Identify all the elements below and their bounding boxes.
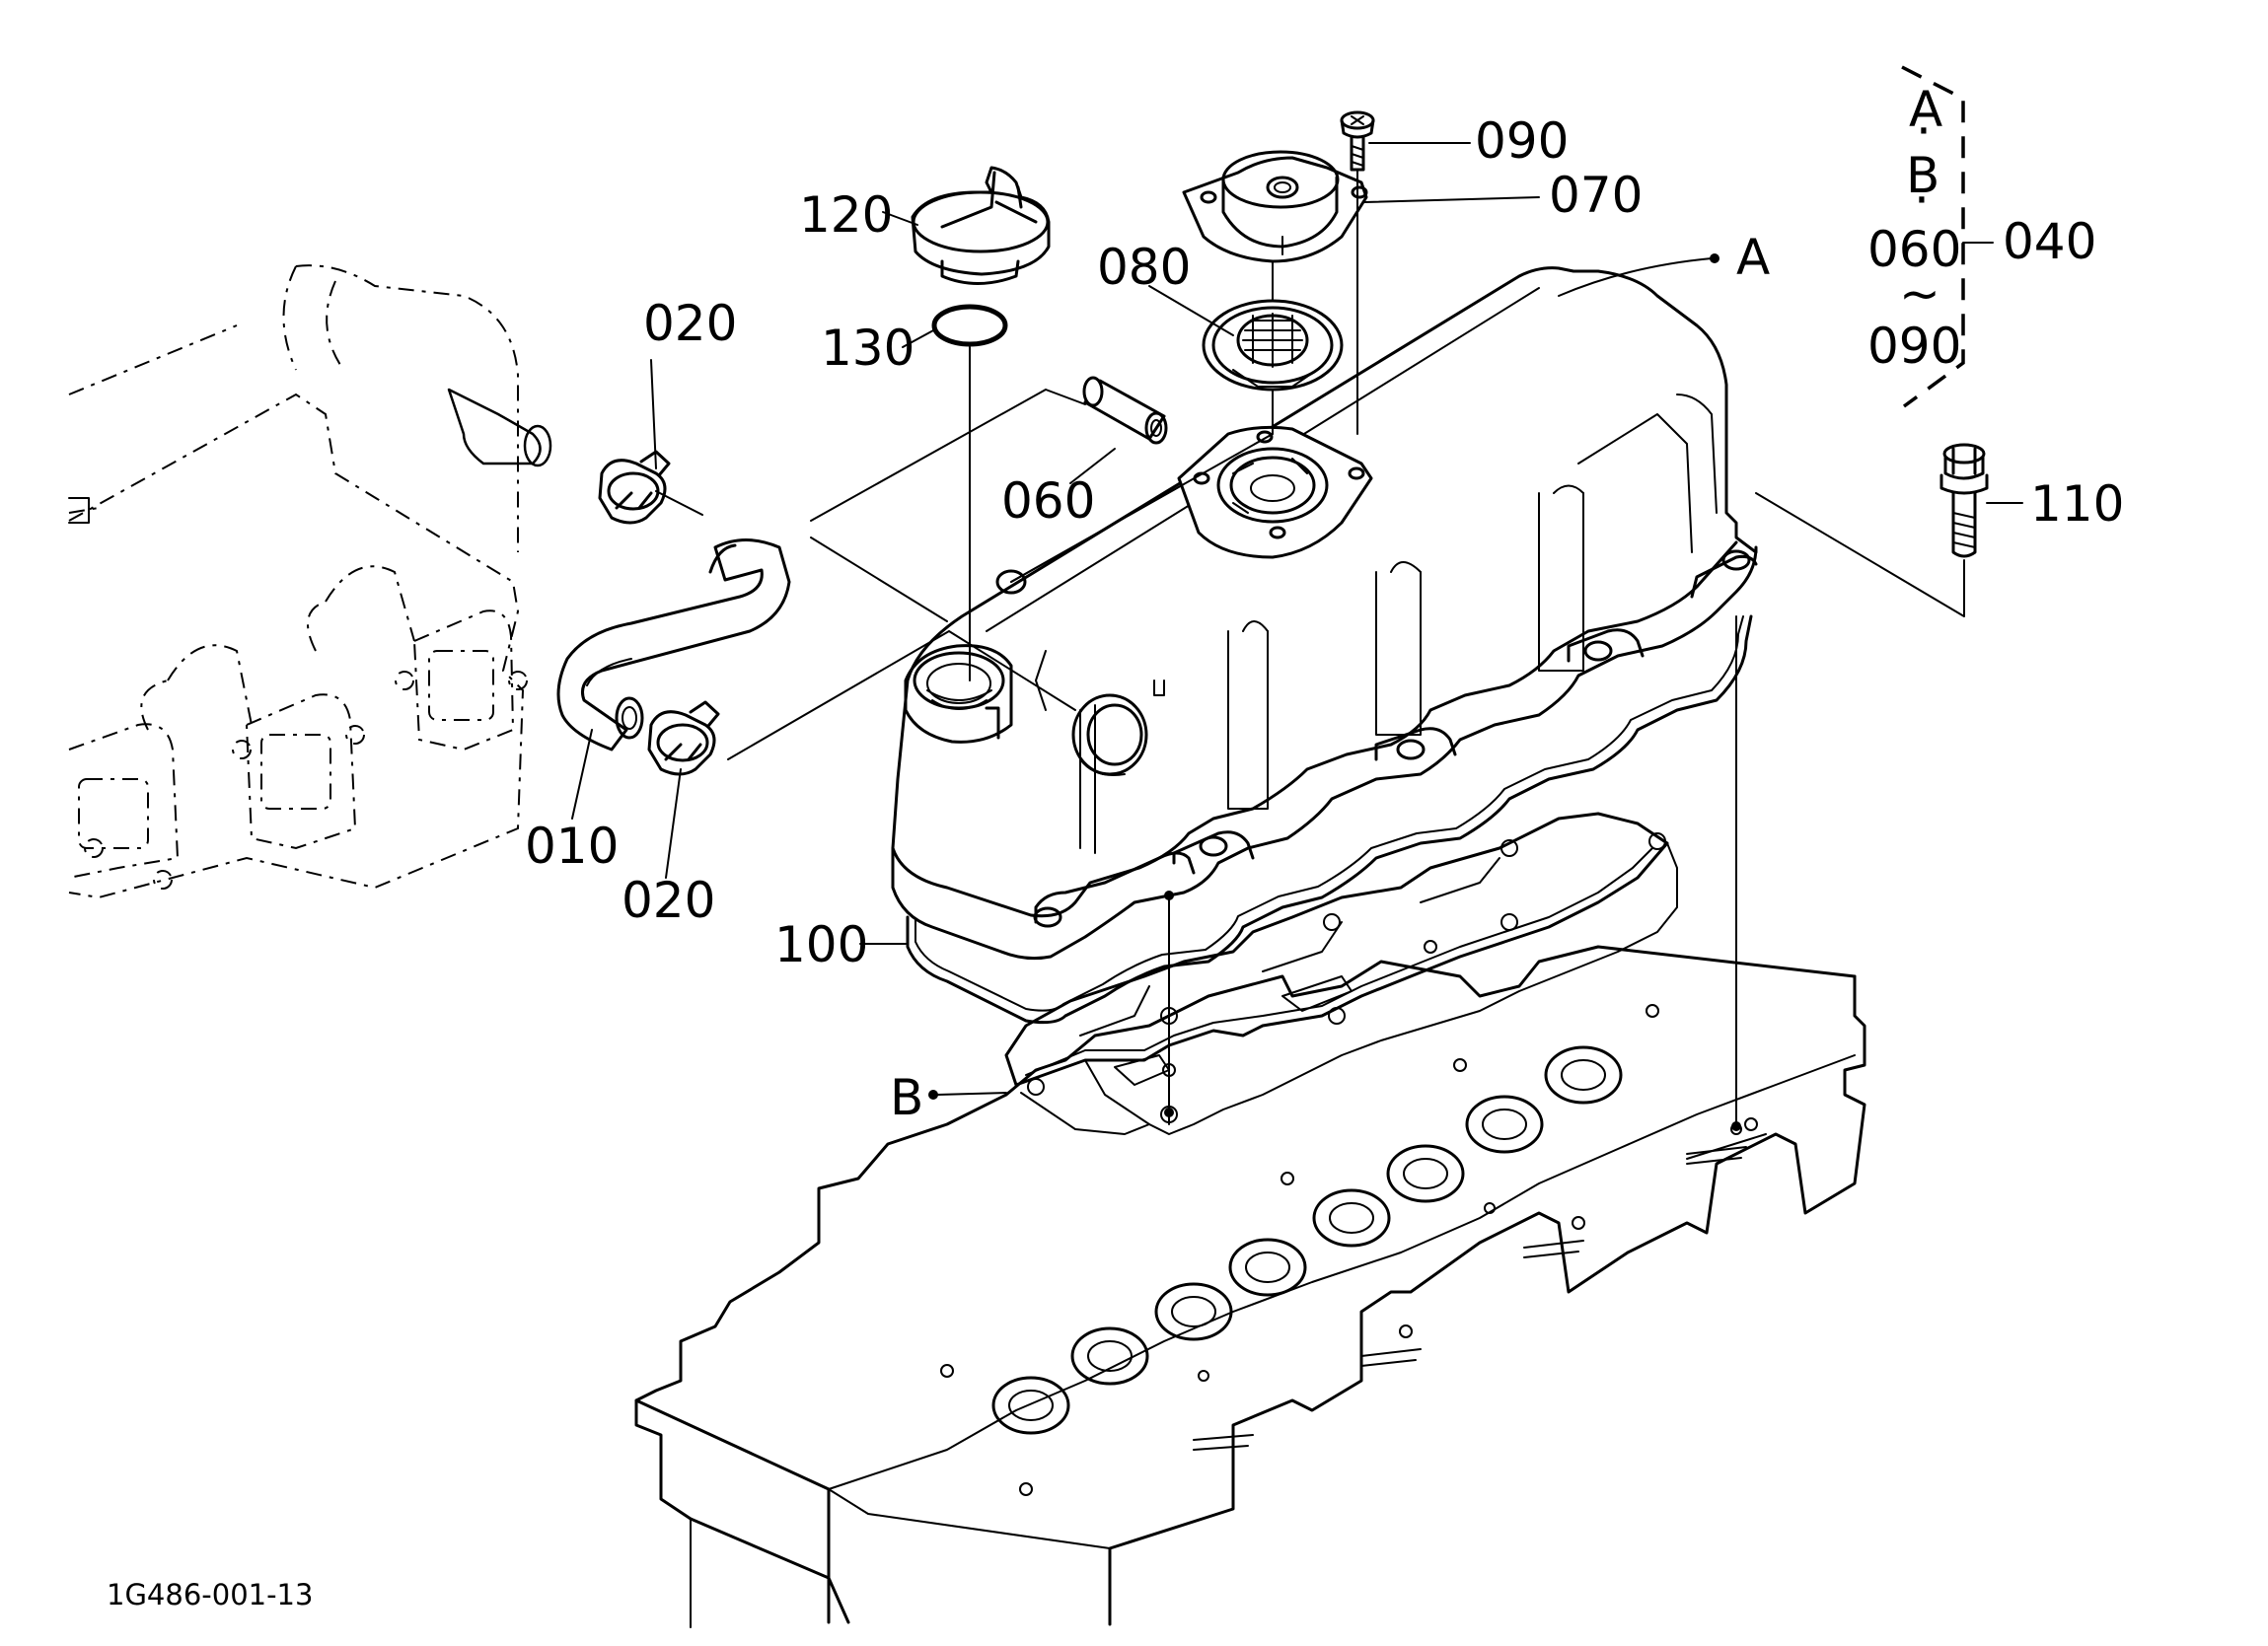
hose-clamp-020-lower xyxy=(647,700,720,776)
group-bracket-040 xyxy=(1901,65,1994,408)
cylinder-head-gasket xyxy=(1004,812,1678,1135)
label-080: 080 xyxy=(1097,239,1191,296)
group-ref-b: B xyxy=(1906,147,1939,204)
label-040: 040 xyxy=(2003,213,2096,270)
bolt-110 xyxy=(1939,443,1989,558)
breather-hose-010 xyxy=(556,538,791,751)
label-ref-b: B xyxy=(890,1069,923,1126)
diaphragm-080 xyxy=(1202,299,1344,392)
valve-cover-070 xyxy=(1182,150,1368,263)
label-010: 010 xyxy=(525,818,619,875)
label-130: 130 xyxy=(821,320,915,377)
pipe-060 xyxy=(1082,376,1168,445)
hose-clamp-020-upper xyxy=(598,450,671,525)
screw-090 xyxy=(1340,110,1375,172)
label-020-lower: 020 xyxy=(622,872,715,929)
label-090-top: 090 xyxy=(1475,112,1569,170)
group-dot-1: · xyxy=(1916,103,1932,160)
exploded-guide-lines xyxy=(655,169,1965,1125)
cylinder-head-cover xyxy=(891,266,1758,961)
label-120: 120 xyxy=(799,186,893,244)
label-020-upper: 020 xyxy=(643,295,737,352)
cam-bore xyxy=(991,1045,1623,1435)
label-ref-a: A xyxy=(1736,229,1770,286)
leader-lines xyxy=(571,142,2023,1131)
oil-filler-cap-120 xyxy=(911,166,1051,285)
group-dot-2: · xyxy=(1914,172,1930,229)
o-ring-130 xyxy=(931,304,1008,347)
group-from-060: 060 xyxy=(1867,221,1961,278)
group-to-090: 090 xyxy=(1867,318,1961,375)
cover-gasket xyxy=(906,614,1753,1025)
group-ref-a: A xyxy=(1909,81,1942,138)
drawing-code: 1G486-001-13 xyxy=(107,1578,313,1611)
label-070: 070 xyxy=(1549,167,1643,224)
group-tilde: ~ xyxy=(1899,265,1940,322)
label-060: 060 xyxy=(1001,472,1095,530)
intake-manifold-outline xyxy=(68,264,552,899)
cylinder-head xyxy=(634,945,1866,1628)
label-110: 110 xyxy=(2030,475,2124,533)
label-100: 100 xyxy=(774,916,868,973)
